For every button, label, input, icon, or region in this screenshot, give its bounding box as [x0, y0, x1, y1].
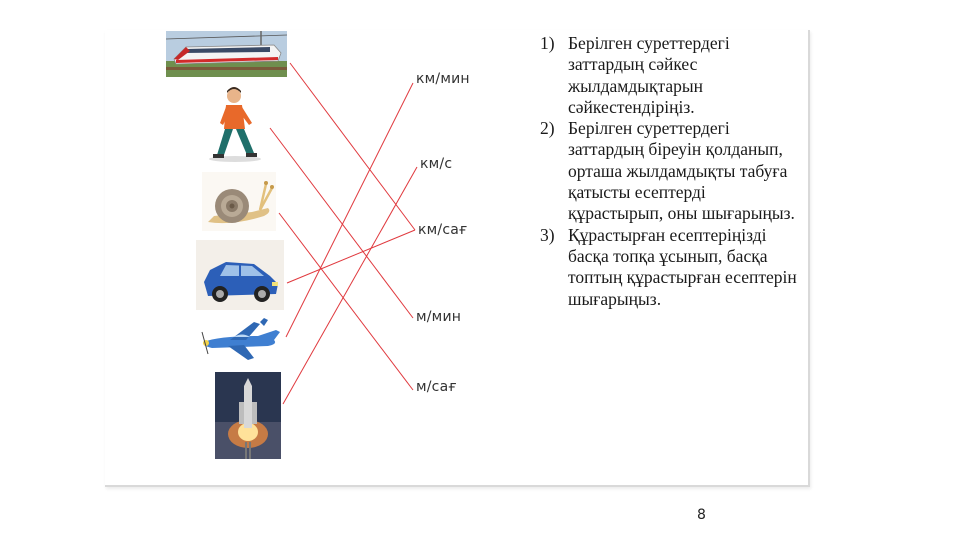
train-icon — [166, 31, 287, 77]
unit-m-min: м/мин — [416, 309, 462, 325]
task-number: 2) — [540, 118, 555, 139]
unit-km-s: км/с — [420, 156, 453, 172]
task-number: 3) — [540, 224, 555, 245]
train-picture — [166, 31, 287, 77]
unit-m-sag: м/сағ — [416, 379, 457, 395]
snail-picture — [202, 172, 276, 231]
task-item: 3) Құрастырған есептеріңізді басқа топқа… — [540, 225, 800, 310]
car-icon — [196, 240, 284, 310]
task-item: 2) Берілген суреттердегі заттардың біреу… — [540, 118, 800, 224]
unit-km-sag: км/сағ — [418, 222, 468, 238]
car-picture — [196, 240, 284, 310]
task-item: 1) Берілген суреттердегі заттардың сәйке… — [540, 33, 800, 118]
task-text: Құрастырған есептеріңізді басқа топқа ұс… — [568, 224, 797, 309]
task-text: Берілген суреттердегі заттардың біреуін … — [568, 118, 795, 224]
plane-picture — [198, 318, 286, 362]
snail-icon — [202, 172, 276, 231]
task-text: Берілген суреттердегі заттардың сәйкес ж… — [568, 33, 730, 117]
task-list: 1) Берілген суреттердегі заттардың сәйке… — [540, 33, 800, 310]
unit-km-min: км/мин — [416, 71, 470, 87]
boy-picture — [200, 85, 270, 162]
walking-boy-icon — [209, 87, 261, 162]
task-number: 1) — [540, 33, 555, 53]
page-number: 8 — [697, 507, 706, 523]
airplane-icon — [201, 318, 280, 360]
rocket-icon — [215, 372, 281, 459]
rocket-picture — [215, 372, 281, 459]
